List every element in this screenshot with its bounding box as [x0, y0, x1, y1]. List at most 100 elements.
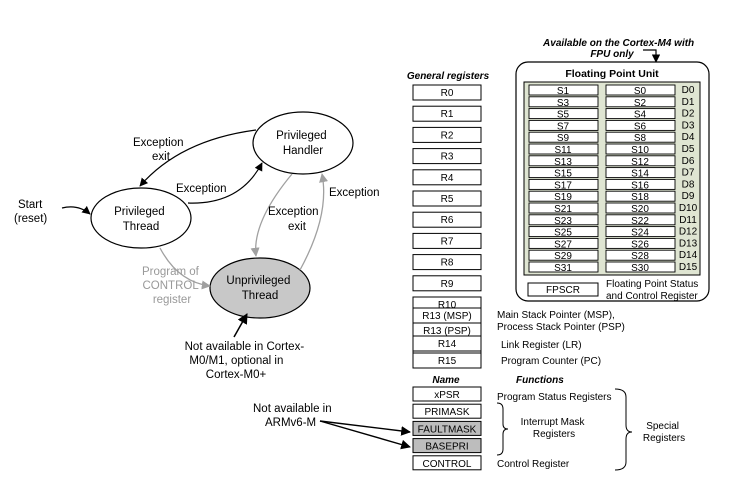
- fpu-reg-box-s11: [528, 143, 599, 155]
- exception-exit-arrow-top: [139, 129, 257, 187]
- fpu-reg-label-s7: S7: [557, 121, 570, 132]
- special-register-label-control: CONTROL: [423, 459, 472, 470]
- register-box-r0: [412, 84, 482, 101]
- exception-exit-top-label: Exception exit: [133, 137, 187, 163]
- privileged-thread-label: Privileged Thread: [114, 206, 168, 233]
- fpu-reg-box-s29: [528, 249, 599, 261]
- unpriv-note-arrow: [233, 313, 248, 338]
- special-register-box-faultmask: [412, 420, 482, 436]
- start-label: Start (reset): [14, 199, 47, 225]
- special-register-box-control: [412, 455, 482, 471]
- control-desc: Control Register: [497, 459, 570, 470]
- fpu-reg-label-s25: S25: [554, 228, 572, 239]
- state-diagram: Start (reset) Privileged Handler Privile…: [14, 111, 411, 450]
- fpu-reg-box-s5: [528, 108, 599, 120]
- program-control-arrow: [159, 247, 211, 290]
- fpu-reg-box-s24: [605, 226, 676, 238]
- fpu-reg-box-s20: [605, 202, 676, 214]
- fpu-reg-label-s29: S29: [554, 251, 572, 262]
- fpu-reg-label-s15: S15: [554, 169, 572, 180]
- register-label-r6: R6: [441, 215, 454, 226]
- register-box-r9: [412, 275, 482, 292]
- armv6-arrow-basepri: [319, 420, 411, 450]
- functions-header: Functions: [516, 375, 564, 386]
- fpu-reg-label-s21: S21: [554, 204, 572, 215]
- fpu-reg-label-s4: S4: [634, 110, 647, 121]
- special-brace: [614, 388, 633, 471]
- fpu-reg-label-s19: S19: [554, 192, 572, 203]
- fpu-double-label-d13: D13: [679, 238, 698, 249]
- fpu-reg-label-s16: S16: [631, 180, 649, 191]
- fpu-reg-box-s28: [605, 249, 676, 261]
- fpu-reg-label-s6: S6: [634, 121, 647, 132]
- exception-right-label: Exception: [329, 187, 380, 199]
- fpscr-description: Floating Point Status and Control Regist…: [606, 279, 701, 302]
- exception-arrow-mid: [187, 162, 263, 204]
- general-registers-title: General registers: [407, 71, 490, 82]
- r14-box: [412, 335, 482, 352]
- program-control-label: Program of CONTROL register: [142, 266, 202, 306]
- fpu-reg-label-s3: S3: [557, 98, 570, 109]
- register-label-r7: R7: [441, 236, 454, 247]
- r13-msp-label: R13 (MSP): [422, 311, 471, 322]
- fpu-reg-label-s27: S27: [554, 239, 572, 250]
- armv6-note: Not available in ARMv6-M: [253, 403, 335, 429]
- fpu-reg-label-s11: S11: [554, 145, 571, 156]
- fpu-reg-label-s5: S5: [557, 110, 570, 121]
- register-label-r4: R4: [441, 173, 454, 184]
- special-registers: Name Functions Program Status Registers …: [412, 375, 685, 471]
- fpu-reg-label-s14: S14: [631, 169, 649, 180]
- special-register-label-primask: PRIMASK: [424, 407, 469, 418]
- fpu-reg-label-s12: S12: [631, 157, 649, 168]
- lr-description: Link Register (LR): [501, 340, 582, 351]
- program-status-desc: Program Status Registers: [497, 392, 612, 403]
- fpu-double-label-d9: D9: [682, 191, 695, 202]
- fpu-reg-label-s18: S18: [631, 192, 649, 203]
- register-box-r1: [412, 105, 482, 122]
- fpu-reg-label-s23: S23: [554, 216, 572, 227]
- fpu-reg-label-s13: S13: [554, 157, 572, 168]
- register-label-r2: R2: [441, 130, 454, 141]
- fpu-reg-label-s0: S0: [634, 86, 647, 97]
- register-label-r8: R8: [441, 258, 454, 269]
- interrupt-mask-desc: Interrupt Mask Registers: [521, 417, 588, 440]
- fpu-reg-box-s31: [528, 261, 599, 273]
- r13-psp-label: R13 (PSP): [423, 326, 471, 337]
- fpu-reg-box-s9: [528, 131, 599, 143]
- special-register-box-primask: [412, 403, 482, 419]
- fpu-double-label-d8: D8: [682, 179, 695, 190]
- register-box-r5: [412, 190, 482, 207]
- fpu-reg-label-s28: S28: [631, 251, 649, 262]
- privileged-handler-state: [252, 111, 354, 175]
- r14-label: R14: [438, 339, 457, 350]
- fpu-reg-box-s0: [605, 84, 676, 96]
- fpu-reg-label-s2: S2: [634, 98, 647, 109]
- fpu-reg-box-s4: [605, 108, 676, 120]
- special-registers-label: Special Registers: [643, 421, 685, 444]
- fpu-reg-box-s15: [528, 167, 599, 179]
- fpu-double-label-d3: D3: [682, 120, 695, 131]
- fpu-reg-box-s26: [605, 237, 676, 249]
- special-register-box-basepri: [412, 438, 482, 454]
- register-label-r0: R0: [441, 88, 454, 99]
- fpu-reg-box-s17: [528, 178, 599, 190]
- special-register-label-basepri: BASEPRI: [425, 442, 468, 453]
- fpscr-label: FPSCR: [546, 285, 580, 296]
- fpu-reg-label-s10: S10: [631, 145, 649, 156]
- fpu-double-label-d10: D10: [679, 203, 698, 214]
- fpu-double-label-d11: D11: [679, 215, 697, 226]
- privileged-thread-state: [90, 187, 192, 249]
- special-register-label-faultmask: FAULTMASK: [418, 424, 477, 435]
- fpu-reg-label-s30: S30: [631, 263, 649, 274]
- fpu-reg-box-s27: [528, 237, 599, 249]
- fpu-reg-label-s9: S9: [557, 133, 570, 144]
- register-box-r4: [412, 169, 482, 186]
- register-box-r3: [412, 148, 482, 165]
- fpscr-box: [527, 282, 599, 297]
- exception-arrow-gray: [299, 173, 329, 271]
- register-box-r6: [412, 211, 482, 228]
- exception-exit-right-label: Exception exit: [268, 206, 322, 233]
- unpriv-note: Not available in Cortex- M0/M1, optional…: [185, 341, 308, 381]
- fpu-reg-box-s12: [605, 155, 676, 167]
